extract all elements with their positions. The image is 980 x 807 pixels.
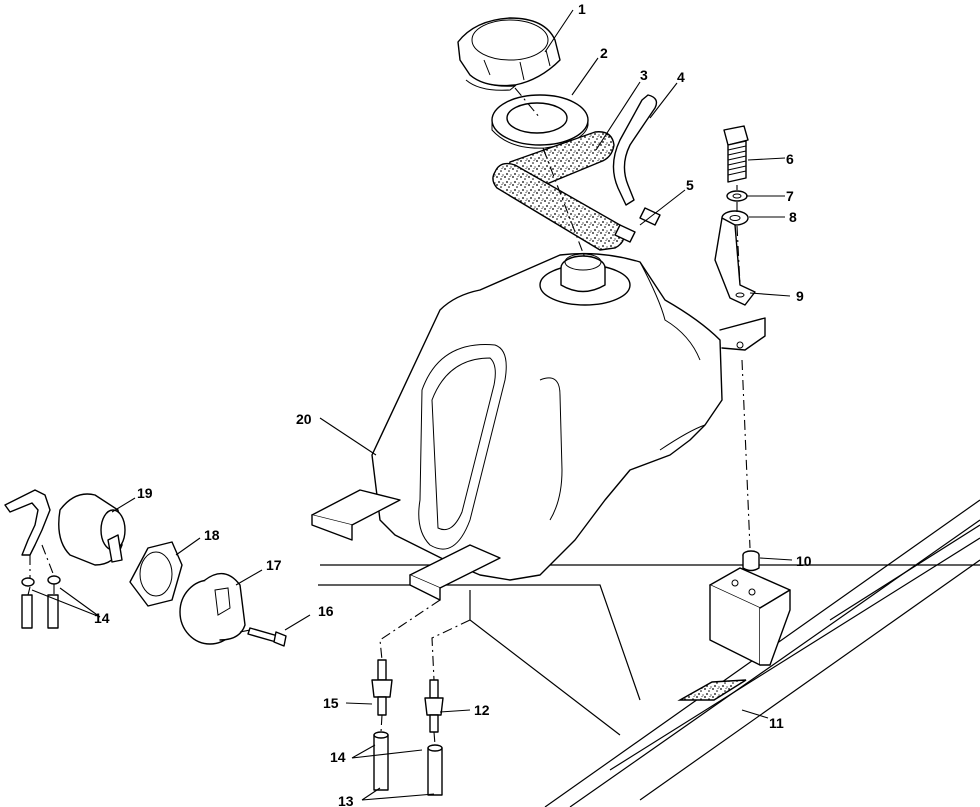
foam-pad — [677, 679, 747, 701]
fuel-filter — [4, 489, 126, 566]
callout-labels: 1 2 3 4 5 6 7 8 9 10 11 12 13 14 14 15 1… — [94, 1, 812, 807]
fuel-hoses — [373, 731, 443, 796]
vent-fitting — [614, 207, 661, 243]
cap-gasket — [491, 94, 589, 149]
callout-10: 10 — [796, 553, 812, 569]
callout-4: 4 — [677, 69, 685, 85]
callout-15: 15 — [323, 695, 339, 711]
fuel-tank — [311, 252, 766, 601]
callout-8: 8 — [789, 209, 797, 225]
callout-14-left: 14 — [94, 610, 110, 626]
hex-gasket — [129, 541, 183, 607]
mounting-bracket — [714, 217, 756, 306]
callout-6: 6 — [786, 151, 794, 167]
lock-washer — [726, 190, 748, 202]
vent-hose — [612, 94, 658, 206]
callout-13: 13 — [338, 793, 354, 807]
callout-5: 5 — [686, 177, 694, 193]
foam-strips — [492, 131, 625, 251]
fitting-left — [371, 659, 393, 716]
callout-12: 12 — [474, 702, 490, 718]
callout-18: 18 — [204, 527, 220, 543]
fuel-cap — [457, 17, 561, 91]
callout-14-bottom: 14 — [330, 749, 346, 765]
callout-9: 9 — [796, 288, 804, 304]
rubber-bushing — [742, 550, 760, 572]
screw — [247, 627, 287, 647]
leader-lines — [31, 9, 793, 801]
callout-2: 2 — [600, 45, 608, 61]
callout-11: 11 — [769, 715, 784, 731]
callout-17: 17 — [266, 557, 282, 573]
mounting-cup — [179, 572, 246, 645]
bolt — [723, 125, 749, 183]
callout-3: 3 — [640, 67, 648, 83]
filter-hoses — [21, 575, 61, 629]
callout-7: 7 — [786, 188, 794, 204]
fitting-right — [424, 679, 444, 733]
assembly-centerlines — [27, 87, 751, 746]
callout-16: 16 — [318, 603, 334, 619]
callout-20: 20 — [296, 411, 312, 427]
callout-1: 1 — [578, 1, 586, 17]
frame-mount — [709, 567, 791, 666]
callout-19: 19 — [137, 485, 153, 501]
